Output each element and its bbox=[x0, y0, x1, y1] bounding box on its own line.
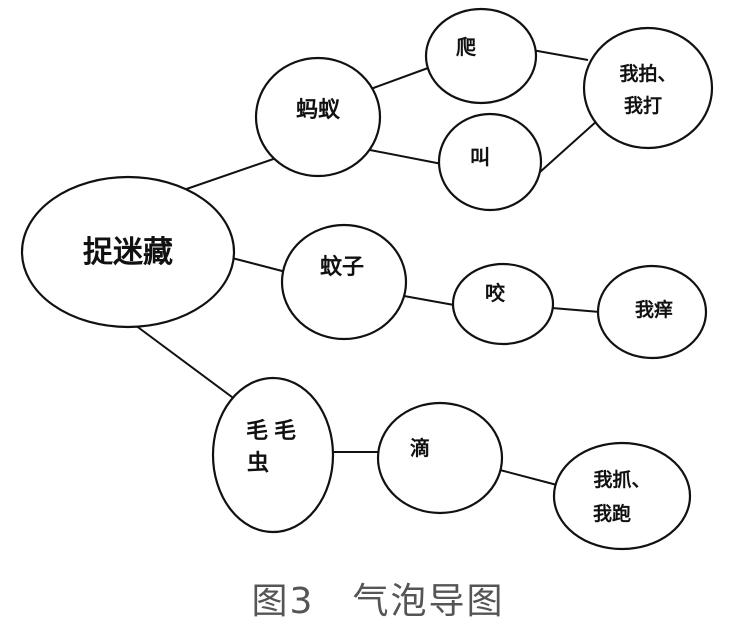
grab-label-line2: 我跑 bbox=[593, 502, 631, 525]
slap-label-line2: 我打 bbox=[624, 94, 662, 117]
edge-crawl-slap bbox=[531, 49, 589, 61]
edge-ant-call bbox=[369, 149, 443, 165]
itch-label: 我痒 bbox=[635, 298, 673, 321]
bubble-caterpillar: 毛毛 虫 bbox=[211, 376, 335, 534]
edge-ant-crawl bbox=[367, 67, 429, 91]
mosquito-label: 蚊子 bbox=[320, 254, 364, 280]
bubble-drip: 滴 bbox=[376, 401, 504, 515]
bubble-map-diagram: 捉迷藏 蚂蚁 爬 叫 我拍、 我打 蚊子 咬 我痒 毛毛 虫 滴 bbox=[20, 7, 714, 551]
crawl-label: 爬 bbox=[456, 35, 477, 59]
figure-caption: 图3 气泡导图 bbox=[251, 581, 505, 622]
caterpillar-label-line1: 毛毛 bbox=[246, 418, 302, 444]
bubble-itch: 我痒 bbox=[596, 264, 708, 360]
grab-label-line1: 我抓、 bbox=[593, 468, 650, 491]
bubble-mosquito: 蚊子 bbox=[280, 223, 408, 341]
edge-mosquito-bite bbox=[403, 295, 455, 306]
bubble-crawl: 爬 bbox=[424, 7, 538, 105]
ant-label: 蚂蚁 bbox=[296, 97, 341, 123]
edge-root-mosquito bbox=[231, 257, 287, 273]
bubble-slap: 我拍、 我打 bbox=[582, 26, 714, 150]
edge-call-slap bbox=[539, 119, 599, 173]
bubble-root: 捉迷藏 bbox=[20, 175, 236, 329]
edge-root-caterpillar bbox=[134, 324, 241, 404]
edge-drip-grab bbox=[499, 469, 558, 486]
edges bbox=[134, 49, 601, 486]
bubble-bite: 咬 bbox=[451, 262, 555, 346]
caterpillar-label-line2: 虫 bbox=[247, 450, 269, 476]
bite-label: 咬 bbox=[485, 281, 506, 305]
drip-label: 滴 bbox=[410, 436, 430, 460]
root-label: 捉迷藏 bbox=[83, 235, 173, 270]
edge-root-ant bbox=[171, 154, 286, 195]
edge-bite-itch bbox=[551, 307, 601, 313]
bubble-ant: 蚂蚁 bbox=[254, 56, 382, 178]
bubble-grab: 我抓、 我跑 bbox=[552, 441, 692, 551]
call-label: 叫 bbox=[470, 145, 490, 169]
slap-label-line1: 我拍、 bbox=[619, 62, 676, 85]
bubble-call: 叫 bbox=[437, 112, 543, 212]
